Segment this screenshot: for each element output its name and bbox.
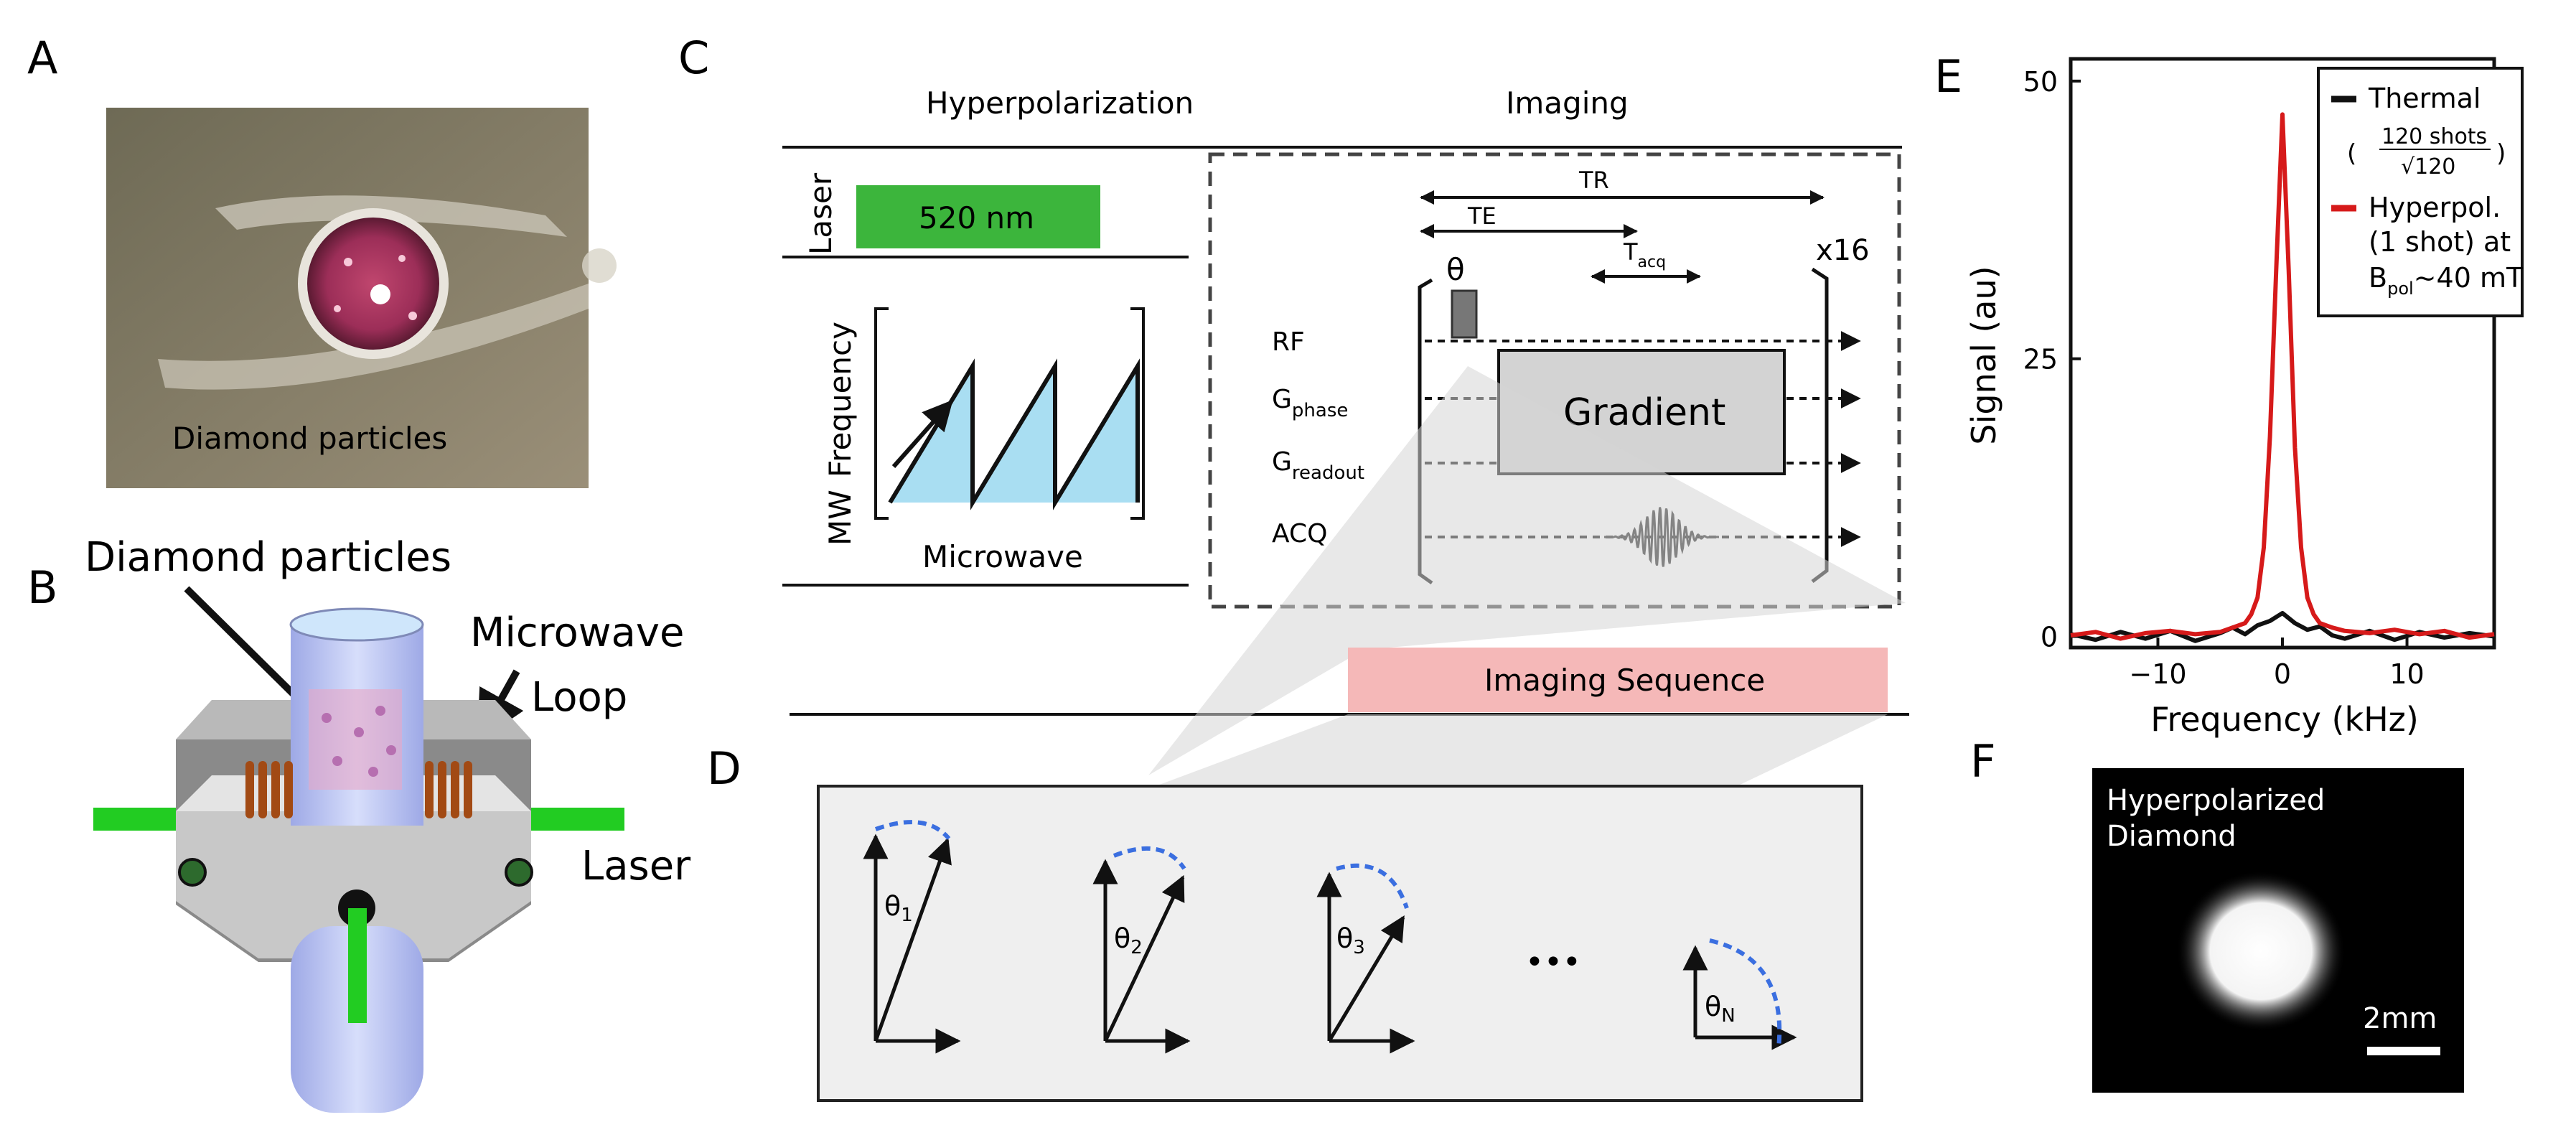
legend-hyperpol-line2: (1 shot) at	[2369, 226, 2511, 258]
y-axis-title: Signal (au)	[1964, 266, 2003, 444]
legend-thermal-label: Thermal	[2368, 83, 2481, 114]
mw-row-label-mw: MW	[823, 490, 858, 546]
angle-label-1: θ1	[884, 890, 913, 926]
legend-hyperpol-line3: Bpol~40 mT	[2369, 262, 2524, 299]
loop-label: Loop	[531, 674, 627, 721]
greadout-label: Greadout	[1272, 447, 1364, 484]
scale-bar-label: 2mm	[2363, 1002, 2437, 1035]
legend-thermal-num: 120 shots	[2381, 124, 2487, 149]
panel-letter-d: D	[707, 742, 741, 795]
laser-label-b: Laser	[581, 843, 691, 889]
y-tick-label: 25	[2023, 344, 2058, 375]
flip-angle-2	[1092, 846, 1191, 1054]
flip-angle-1	[863, 820, 961, 1054]
tr-label: TR	[1578, 167, 1609, 194]
sequence-timelines	[1425, 331, 1861, 547]
acq-label: ACQ	[1272, 519, 1327, 548]
microwave-label: Microwave	[470, 610, 684, 656]
laser-pulse	[856, 185, 1100, 248]
y-tick-label: 0	[2041, 622, 2058, 653]
x-tick-label: 10	[2389, 658, 2424, 690]
legend-thermal-den: √120	[2401, 154, 2455, 179]
laser-wavelength: 520 nm	[919, 200, 1034, 235]
te-label: TE	[1467, 202, 1497, 230]
zoom-cone-lower	[1156, 714, 1888, 786]
legend-hyperpol-label: Hyperpol.	[2369, 192, 2501, 223]
scale-bar	[2367, 1047, 2440, 1055]
image-label-line2: Diamond	[2107, 820, 2237, 853]
panel-letter-b: B	[27, 561, 58, 614]
flip-angle-n	[1682, 938, 1797, 1050]
svg-text:(: (	[2347, 139, 2356, 168]
imaging-sequence-bar	[1348, 648, 1888, 712]
rf-label: RF	[1272, 327, 1305, 357]
series-line-hyperpol	[2070, 112, 2495, 641]
diamond-photo	[106, 108, 617, 488]
x-axis-title: Frequency (kHz)	[2150, 700, 2419, 739]
angle-label-3: θ3	[1336, 923, 1365, 958]
gphase-label: Gphase	[1272, 385, 1348, 421]
x-tick-label: 0	[2274, 658, 2291, 690]
imaging-sequence-box	[1208, 152, 1901, 609]
header-hyperpolarization: Hyperpolarization	[926, 85, 1194, 121]
microwave-caption: Microwave	[922, 539, 1083, 574]
mw-row-label-frequency: Frequency	[823, 322, 858, 477]
panel-letter-a: A	[27, 32, 57, 84]
laser-row-label: Laser	[803, 172, 838, 255]
angle-label-n: θN	[1705, 991, 1736, 1027]
image-label-line1: Hyperpolarized	[2107, 784, 2325, 817]
ellipsis: •••	[1525, 944, 1581, 981]
probe-illustration	[93, 607, 624, 1113]
svg-text:): )	[2496, 139, 2506, 168]
zoom-cone-upper	[1148, 366, 1906, 775]
imaging-sequence-label: Imaging Sequence	[1484, 663, 1765, 698]
diamond-signal-blob	[2176, 871, 2346, 1032]
header-imaging: Imaging	[1506, 85, 1629, 121]
flip-angle-label: θ	[1446, 252, 1465, 287]
microwave-sweep	[874, 307, 1145, 520]
panel-letter-f: F	[1970, 735, 1996, 788]
spectrum-chart: −10 0 10 0 25 50 Signal (au) Frequency (kHz)…	[1964, 57, 2524, 739]
flip-angle-3	[1316, 863, 1415, 1054]
panel-letter-e: E	[1934, 50, 1962, 103]
x-tick-label: −10	[2129, 658, 2186, 690]
tacq-label: Tacq	[1623, 238, 1666, 271]
flip-angle-panel	[817, 785, 1863, 1102]
gradient-label: Gradient	[1563, 391, 1725, 434]
diamond-particles-label: Diamond particles	[85, 534, 451, 581]
diamond-photo-caption: Diamond particles	[172, 421, 447, 456]
loop-bracket-right	[1811, 267, 1829, 583]
panel-letter-c: C	[678, 32, 709, 84]
legend: Thermal 120 shots ( ) √120 Hyperpol. (1 …	[2317, 67, 2524, 317]
rf-pulse	[1451, 289, 1478, 339]
y-tick-label: 50	[2023, 66, 2058, 98]
repeat-count: x16	[1816, 234, 1870, 267]
angle-label-2: θ2	[1114, 923, 1143, 958]
